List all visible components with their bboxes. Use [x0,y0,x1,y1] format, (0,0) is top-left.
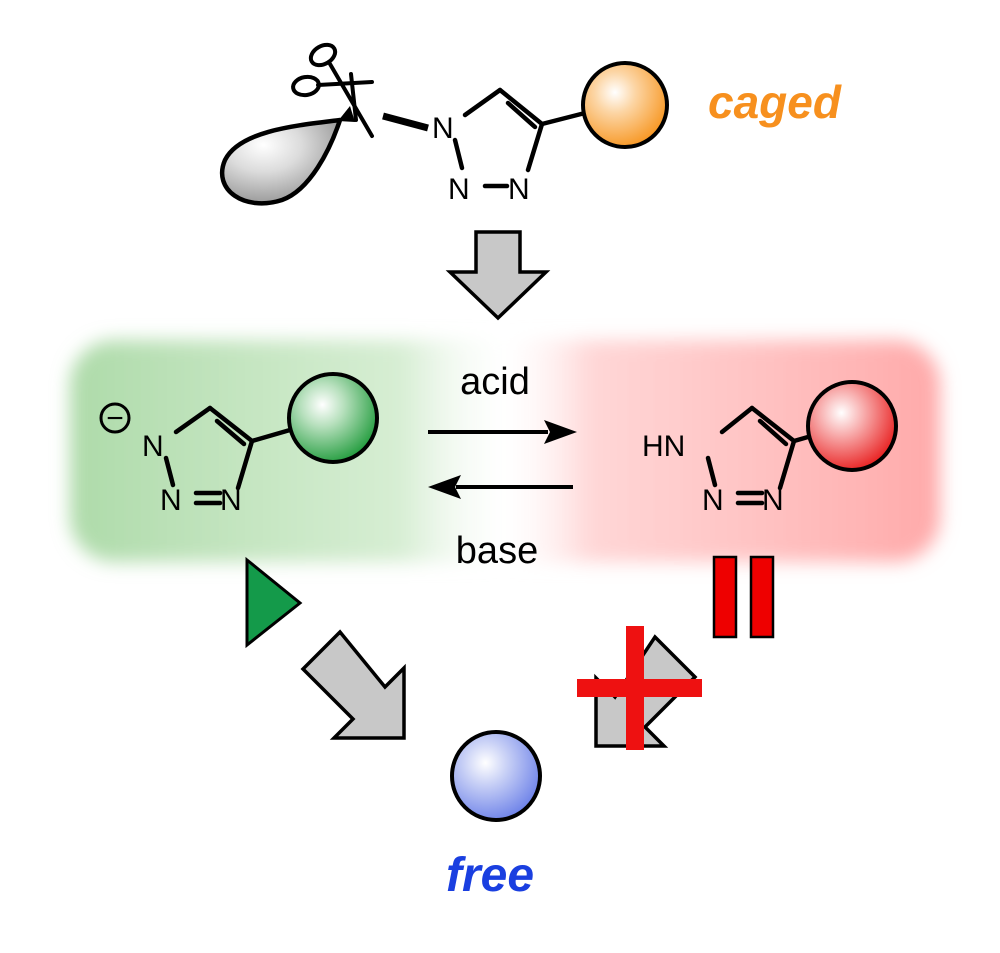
nh-label: HN [642,430,685,463]
base-label: base [456,530,538,572]
caged-orange-sphere [581,61,669,149]
nh-triazole: HN N N [642,380,898,517]
charge-sign: − [106,402,124,435]
caged-triazole [452,87,588,189]
acid-label: acid [460,361,530,403]
caged-label: caged [708,76,842,128]
caged-molecule: N N N [219,42,669,206]
nh-n2: N [702,484,724,517]
negative-charge-icon [99,402,131,434]
equilibrium-zone [70,340,940,562]
red-sphere [806,380,898,472]
green-sphere [287,372,379,464]
equilibrium-arrows [428,420,577,499]
anion-n2: N [160,484,182,517]
free-label: free [446,849,534,902]
caged-n1: N [432,112,454,145]
free-blue-sphere [450,730,542,822]
cross-icon [577,626,702,750]
scissors-icon [291,42,374,138]
caged-n2: N [448,173,470,206]
play-icon [245,556,303,649]
downward-arrow [445,230,551,321]
release-arrow [300,629,406,740]
anion-n1: N [142,430,164,463]
caged-n3: N [508,173,530,206]
cage-group [219,117,343,206]
anion-n3: N [220,484,242,517]
triazolide-anion: − N N N [99,372,379,517]
pause-icon [712,555,775,639]
nh-n3: N [762,484,784,517]
